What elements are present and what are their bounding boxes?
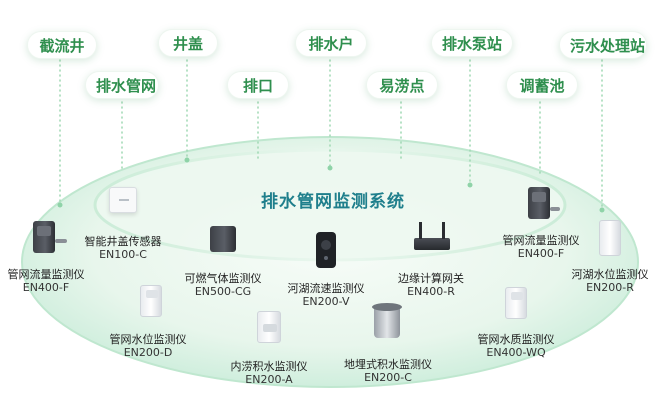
manhole-cover-sensor-icon bbox=[109, 187, 137, 213]
pill-outfall: 排口 bbox=[227, 71, 289, 99]
device-name: 可燃气体监测仪 bbox=[184, 272, 262, 285]
waterlogging-meter-icon bbox=[257, 311, 281, 343]
pill-manhole-cover: 井盖 bbox=[158, 29, 218, 57]
device-model: EN200-C bbox=[364, 371, 412, 384]
flow-meter-icon bbox=[33, 221, 55, 253]
pill-intercept-well: 截流井 bbox=[27, 31, 97, 59]
device-model: EN200-R bbox=[586, 281, 634, 294]
device-name: 管网水质监测仪 bbox=[477, 333, 555, 346]
gas-detector-icon bbox=[210, 226, 236, 252]
device-name: 内涝积水监测仪 bbox=[230, 360, 308, 373]
probe-cable-icon bbox=[55, 239, 67, 243]
device-model: EN100-C bbox=[99, 248, 147, 261]
device-name: 智能井盖传感器 bbox=[84, 235, 162, 248]
pill-pump-station: 排水泵站 bbox=[431, 29, 513, 57]
pill-sewage-plant: 污水处理站 bbox=[559, 31, 647, 59]
water-level-radar-icon bbox=[599, 220, 621, 256]
device-model: EN200-V bbox=[302, 295, 350, 308]
device-name: 管网流量监测仪 bbox=[502, 234, 580, 247]
device-name: 管网水位监测仪 bbox=[109, 333, 187, 346]
device-model: EN400-R bbox=[407, 285, 455, 298]
level-meter-icon bbox=[140, 285, 162, 317]
gateway-icon bbox=[414, 238, 450, 250]
device-name: 河湖水位监测仪 bbox=[571, 268, 649, 281]
pill-storage-tank: 调蓄池 bbox=[506, 71, 578, 99]
pill-drainage-household: 排水户 bbox=[295, 29, 367, 57]
device-model: EN200-D bbox=[123, 346, 173, 359]
antenna-left-icon bbox=[419, 222, 422, 239]
buried-sensor-icon bbox=[372, 303, 402, 338]
flow-meter-icon bbox=[528, 187, 550, 219]
device-model: EN500-CG bbox=[194, 285, 252, 298]
connector-dots bbox=[57, 157, 605, 213]
antenna-right-icon bbox=[442, 222, 445, 239]
device-name: 河湖流速监测仪 bbox=[287, 282, 365, 295]
pill-flooding-point: 易涝点 bbox=[366, 71, 438, 99]
device-model: EN200-A bbox=[245, 373, 293, 386]
device-name: 管网流量监测仪 bbox=[7, 268, 85, 281]
device-name: 地埋式积水监测仪 bbox=[344, 358, 432, 371]
device-name: 边缘计算网关 bbox=[398, 272, 464, 285]
dotted-connectors bbox=[59, 54, 603, 211]
system-title: 排水管网监测系统 bbox=[261, 192, 405, 212]
device-model: EN400-F bbox=[22, 281, 70, 294]
velocity-meter-icon bbox=[316, 232, 336, 268]
device-model: EN400-WQ bbox=[486, 346, 546, 359]
water-quality-meter-icon bbox=[505, 287, 527, 319]
probe-cable-icon bbox=[550, 207, 560, 211]
device-model: EN400-F bbox=[517, 247, 565, 260]
pill-drainage-network: 排水管网 bbox=[85, 71, 159, 99]
